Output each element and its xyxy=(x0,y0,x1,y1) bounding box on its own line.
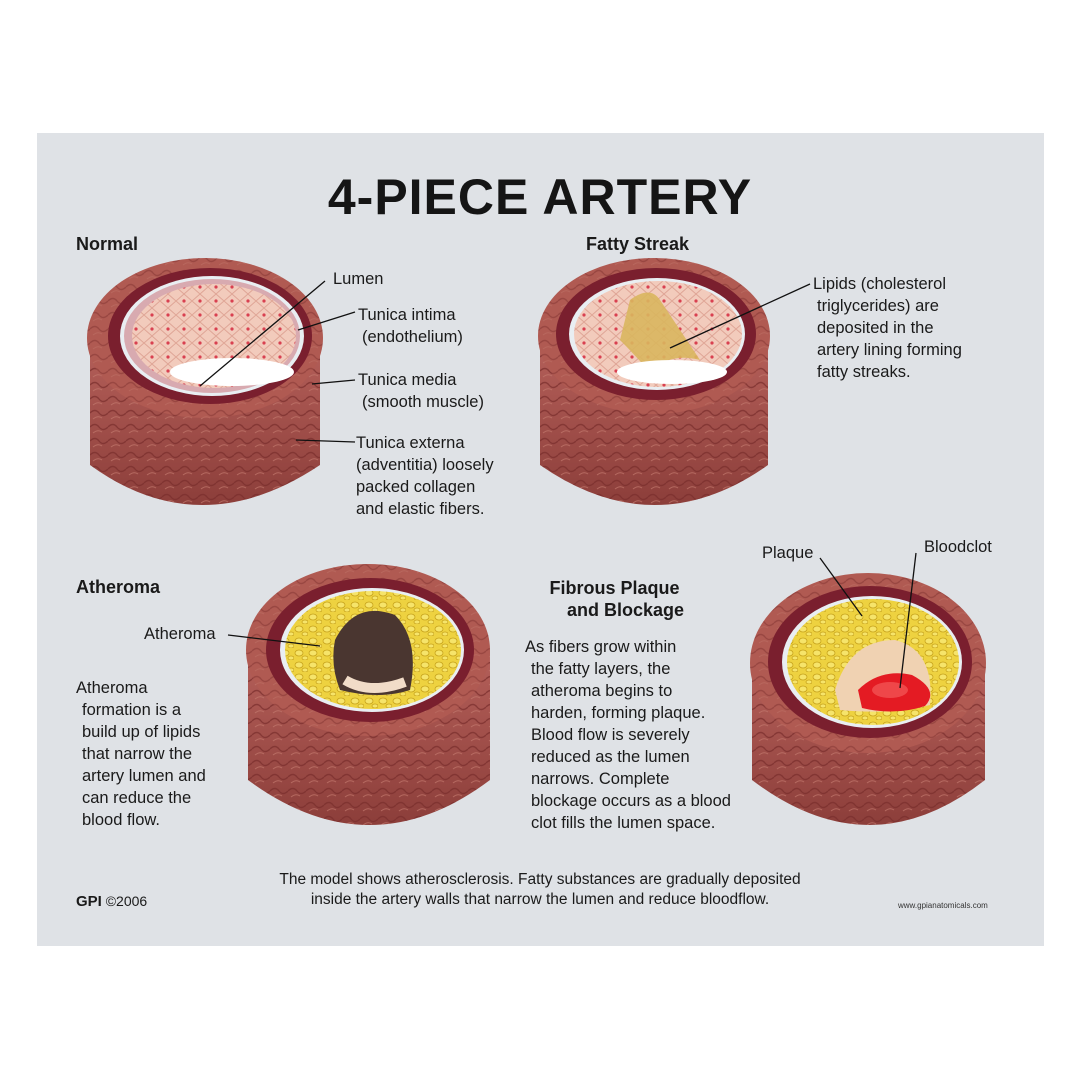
artery-normal xyxy=(87,258,323,505)
heading-normal: Normal xyxy=(76,234,139,254)
heading-fibrous-plaque: Fibrous Plaque and Blockage xyxy=(549,578,685,620)
heading-atheroma: Atheroma xyxy=(76,577,161,597)
artery-fatty-streak xyxy=(538,258,770,505)
label-tunica-intima: Tunica intima (endothelium) xyxy=(358,306,463,346)
fatty-streak-description: Lipids (cholesterol triglycerides) are d… xyxy=(813,275,962,381)
artery-atheroma xyxy=(246,564,490,825)
label-tunica-externa: Tunica externa (adventitia) loosely pack… xyxy=(356,434,494,518)
label-lumen: Lumen xyxy=(333,270,384,288)
heading-fatty-streak: Fatty Streak xyxy=(586,234,690,254)
caption: The model shows atherosclerosis. Fatty s… xyxy=(279,871,801,908)
label-plaque: Plaque xyxy=(762,544,814,562)
artery-fibrous-plaque xyxy=(750,573,986,825)
copyright: GPI ©2006 xyxy=(76,893,147,910)
fibrous-description: As fibers grow within the fatty layers, … xyxy=(525,638,731,832)
year: ©2006 xyxy=(105,893,148,909)
label-tunica-media: Tunica media (smooth muscle) xyxy=(358,371,484,411)
brand: GPI xyxy=(76,893,102,910)
label-bloodclot: Bloodclot xyxy=(924,538,992,556)
leader-lines xyxy=(199,280,917,689)
atheroma-description: Atheroma formation is a build up of lipi… xyxy=(76,679,206,829)
label-atheroma: Atheroma xyxy=(144,625,216,643)
page-title: 4-PIECE ARTERY xyxy=(327,169,753,225)
website-url: www.gpianatomicals.com xyxy=(898,901,988,910)
